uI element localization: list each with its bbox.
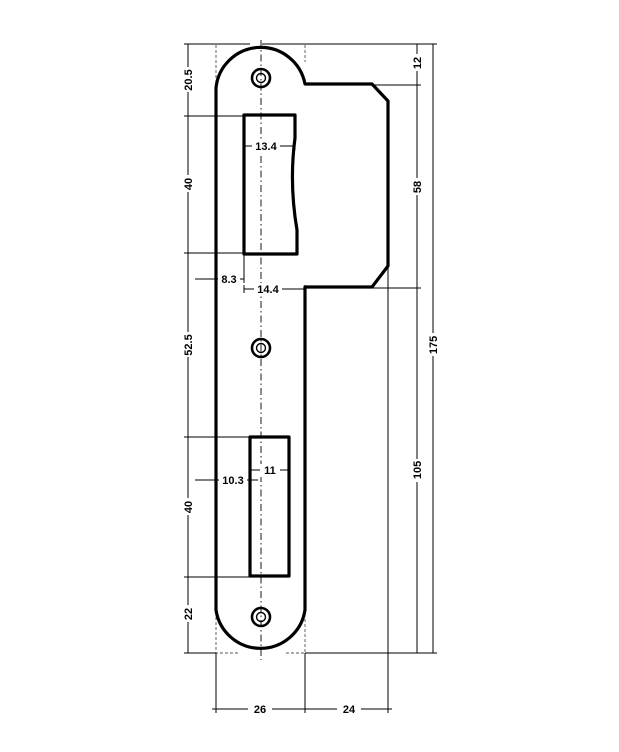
phantom-corner-top-left bbox=[215, 43, 240, 88]
label-11: 11 bbox=[264, 465, 276, 477]
extension-lines-left bbox=[185, 43, 250, 654]
phantom-corner-bottom-right bbox=[286, 612, 306, 654]
label-24: 24 bbox=[343, 704, 356, 716]
label-40-top: 40 bbox=[183, 178, 195, 190]
label-14-4: 14.4 bbox=[257, 284, 279, 296]
label-52-5: 52.5 bbox=[183, 334, 195, 355]
label-20-5: 20.5 bbox=[183, 69, 195, 90]
label-58: 58 bbox=[412, 181, 424, 193]
label-175: 175 bbox=[428, 336, 440, 354]
bottom-cutout bbox=[248, 435, 291, 578]
label-13-4: 13.4 bbox=[255, 141, 277, 153]
label-22: 22 bbox=[183, 608, 195, 620]
dimension-line-bottom bbox=[212, 705, 392, 713]
label-105: 105 bbox=[412, 461, 424, 479]
label-8-3: 8.3 bbox=[221, 274, 236, 286]
label-12: 12 bbox=[412, 57, 424, 69]
top-cutout bbox=[242, 113, 299, 256]
screw-hole-middle bbox=[250, 337, 272, 359]
label-backgrounds bbox=[182, 54, 439, 716]
label-10-3: 10.3 bbox=[222, 475, 243, 487]
phantom-corner-top-right bbox=[286, 43, 306, 62]
extension-lines-bottom bbox=[215, 266, 389, 713]
dimension-line-right-inner bbox=[413, 43, 421, 654]
label-26: 26 bbox=[254, 704, 266, 716]
plate-outline bbox=[214, 45, 390, 650]
label-40-bottom: 40 bbox=[183, 501, 195, 513]
